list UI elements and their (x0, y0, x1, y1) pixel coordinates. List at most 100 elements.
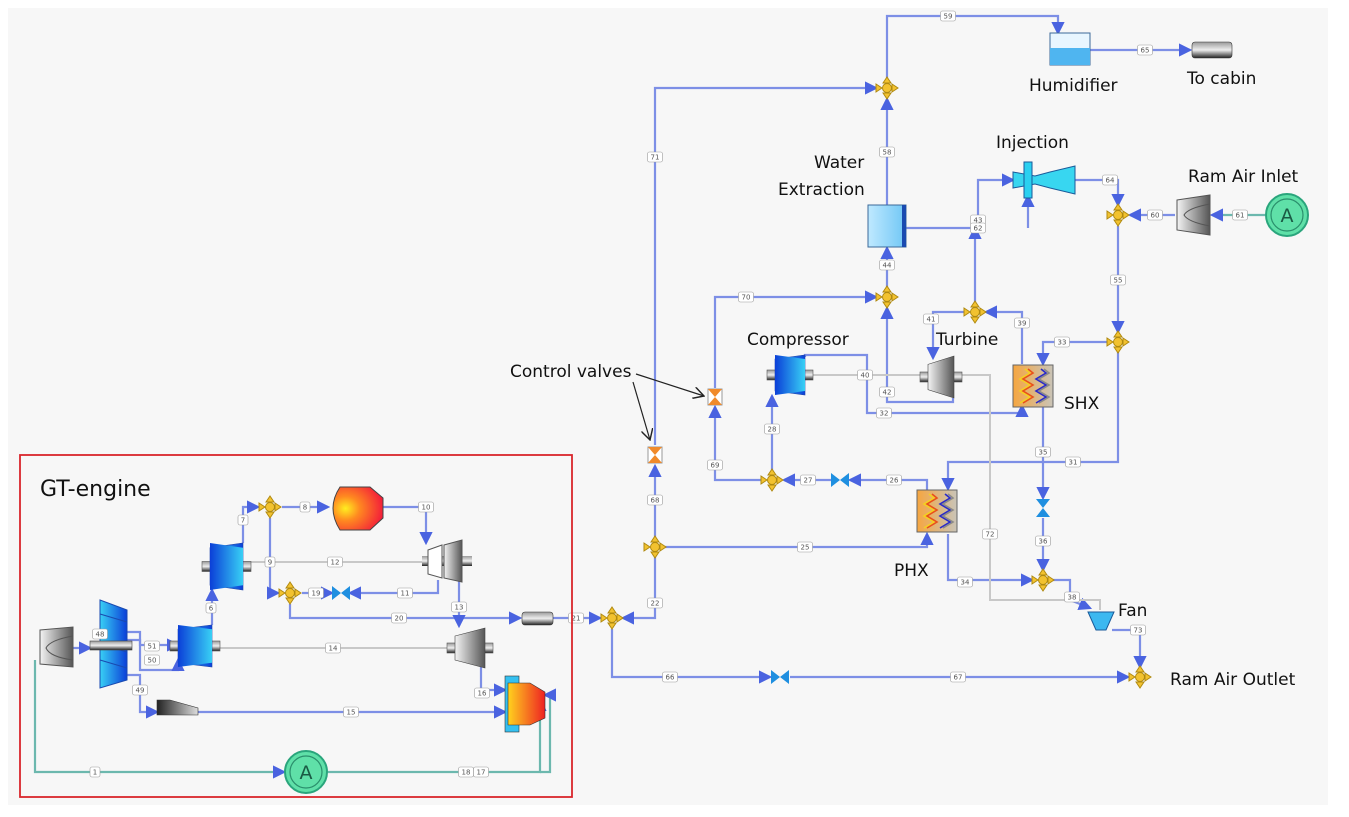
secondary-heat-exchanger-shx[interactable] (1012, 364, 1054, 408)
gt-ambient-source[interactable]: A (284, 750, 328, 794)
stream-label[interactable]: 10 (418, 501, 434, 513)
stream-line[interactable] (847, 473, 929, 490)
stream-label[interactable]: 33 (1054, 336, 1070, 348)
hp-turbine[interactable] (422, 539, 472, 583)
stream-line[interactable] (241, 500, 261, 543)
stream-line[interactable] (960, 374, 1101, 610)
stream-label[interactable]: 25 (797, 541, 813, 553)
stream-label[interactable]: 14 (325, 642, 341, 654)
stream-label[interactable]: 49 (132, 684, 148, 696)
stream-line[interactable] (1075, 178, 1125, 208)
stream-label[interactable]: 13 (451, 601, 467, 613)
stream-label[interactable]: 59 (940, 10, 956, 22)
stream-label[interactable]: 40 (857, 369, 873, 381)
stream-line[interactable] (653, 81, 879, 445)
stream-line[interactable] (1036, 340, 1108, 367)
stream-label[interactable]: 16 (474, 687, 490, 699)
stream-label[interactable]: 36 (1035, 535, 1051, 547)
stream-line[interactable] (33, 660, 287, 779)
mixer-splitter[interactable] (643, 535, 667, 559)
stream-label[interactable]: 32 (876, 407, 892, 419)
stream-line[interactable] (267, 518, 281, 600)
stream-line[interactable] (983, 305, 1024, 364)
stream-line[interactable] (540, 688, 556, 774)
stream-line[interactable] (906, 173, 1016, 230)
stream-label[interactable]: 60 (1147, 209, 1163, 221)
stream-label[interactable]: 62 (970, 222, 986, 234)
stream-label[interactable]: 8 (299, 501, 311, 513)
stream-label[interactable]: 55 (1110, 274, 1126, 286)
mixer-splitter[interactable] (1128, 665, 1152, 689)
to-cabin-outlet[interactable] (1191, 41, 1233, 59)
stream-label[interactable]: 64 (1102, 174, 1118, 186)
stream-line[interactable] (288, 604, 523, 625)
stream-label[interactable]: 67 (950, 671, 966, 683)
stream-label[interactable]: 31 (1065, 456, 1081, 468)
stream-label[interactable]: 17 (473, 766, 489, 778)
stream-line[interactable] (708, 404, 762, 482)
mixer-splitter[interactable] (1031, 568, 1055, 592)
stream-label[interactable]: 42 (879, 386, 895, 398)
primary-heat-exchanger-phx[interactable] (916, 489, 958, 533)
lp-turbine[interactable] (446, 627, 494, 669)
humidifier[interactable] (1049, 32, 1091, 66)
stream-label[interactable]: 61 (1232, 209, 1248, 221)
stream-label[interactable]: 58 (879, 146, 895, 158)
acm-turbine[interactable] (919, 355, 963, 399)
control-valve[interactable] (707, 388, 723, 406)
mixer-splitter[interactable] (278, 581, 302, 605)
stream-label[interactable]: 34 (957, 576, 973, 588)
ram-air-ambient-source[interactable]: A (1265, 193, 1309, 237)
stream-line[interactable] (1053, 578, 1093, 611)
stream-label[interactable]: 35 (1035, 446, 1051, 458)
valve[interactable] (332, 586, 350, 600)
stream-line[interactable] (885, 14, 1065, 80)
stream-line[interactable] (665, 531, 934, 549)
mixer-splitter[interactable] (600, 606, 624, 630)
stream-label[interactable]: 11 (397, 587, 413, 599)
stream-label[interactable]: 73 (1130, 624, 1146, 636)
stream-label[interactable]: 22 (647, 597, 663, 609)
gt-inlet[interactable] (39, 626, 74, 668)
stream-line[interactable] (880, 305, 955, 404)
ram-air-fan[interactable] (1087, 611, 1115, 631)
stream-line[interactable] (620, 557, 657, 625)
gt-nozzle-exhaust[interactable] (504, 675, 546, 733)
stream-label[interactable]: 70 (738, 291, 754, 303)
stream-label[interactable]: 6 (205, 602, 217, 614)
stream-label[interactable]: 39 (1014, 317, 1030, 329)
stream-label[interactable]: 1 (89, 766, 101, 778)
stream-label[interactable]: 68 (647, 494, 663, 506)
stream-label[interactable]: 69 (707, 459, 723, 471)
valve[interactable] (831, 473, 849, 487)
bypass-duct[interactable] (156, 699, 199, 716)
ram-air-inlet[interactable] (1176, 194, 1211, 236)
stream-label[interactable]: 72 (982, 528, 998, 540)
stream-line[interactable] (941, 352, 1120, 492)
water-extraction[interactable] (867, 204, 907, 248)
mixer-splitter[interactable] (1106, 330, 1130, 354)
stream-label[interactable]: 21 (568, 612, 584, 624)
hp-compressor[interactable] (201, 542, 252, 591)
injection-ejector[interactable] (1012, 161, 1076, 199)
acm-compressor[interactable] (766, 354, 814, 396)
stream-label[interactable]: 19 (308, 587, 324, 599)
stream-line[interactable] (610, 629, 773, 684)
control-valve[interactable] (647, 446, 663, 464)
combustor[interactable] (332, 486, 384, 531)
mixer-splitter[interactable] (875, 76, 899, 100)
stream-label[interactable]: 9 (264, 556, 276, 568)
mixer-splitter[interactable] (258, 495, 282, 519)
gt-fan[interactable] (89, 599, 133, 689)
stream-label[interactable]: 44 (879, 259, 895, 271)
valve[interactable] (1036, 499, 1050, 517)
lp-compressor[interactable] (169, 624, 221, 668)
stream-label[interactable]: 51 (144, 640, 160, 652)
stream-label[interactable]: 50 (144, 654, 160, 666)
stream-label[interactable]: 20 (391, 612, 407, 624)
stream-label[interactable]: 18 (458, 766, 474, 778)
stream-line[interactable] (926, 310, 964, 361)
stream-label[interactable]: 65 (1137, 44, 1153, 56)
stream-line[interactable] (713, 290, 879, 388)
stream-label[interactable]: 41 (923, 313, 939, 325)
